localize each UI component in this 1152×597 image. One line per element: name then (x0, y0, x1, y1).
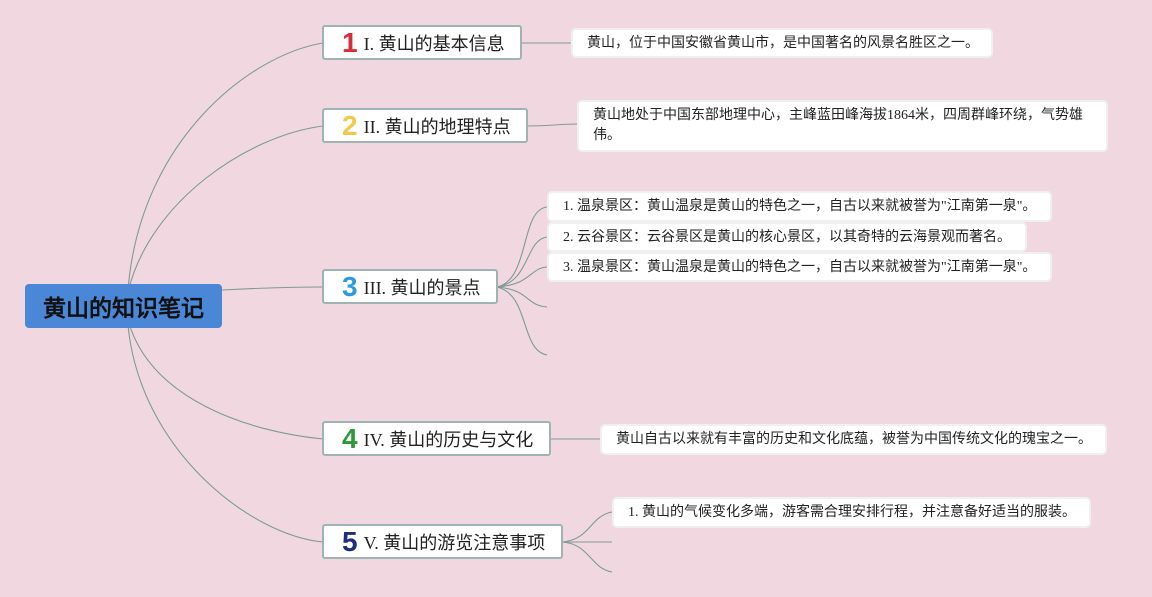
branch-5-detail-1-text: 1. 黄山的气候变化多端，游客需合理安排行程，并注意备好适当的服装。 (628, 505, 1076, 520)
number-4-icon: 4 (342, 422, 358, 454)
branch-5-detail-1[interactable]: 1. 黄山的气候变化多端，游客需合理安排行程，并注意备好适当的服装。 (612, 497, 1091, 528)
number-1-icon: 1 (342, 26, 358, 58)
branch-1-detail[interactable]: 黄山，位于中国安徽省黄山市，是中国著名的风景名胜区之一。 (571, 28, 993, 58)
branch-3-detail-2-text: 2. 云谷景区：云谷景区是黄山的核心景区，以其奇特的云海景观而著名。 (563, 230, 1011, 245)
branch-2-detail[interactable]: 黄山地处于中国东部地理中心，主峰蓝田峰海拔1864米，四周群峰环绕，气势雄伟。 (577, 100, 1108, 152)
branch-3[interactable]: 3 III. 黄山的景点 (322, 269, 498, 304)
number-2-icon: 2 (342, 109, 358, 141)
root-topic-label: 黄山的知识笔记 (43, 295, 204, 321)
branch-4-label: IV. 黄山的历史与文化 (363, 429, 534, 450)
branch-4-detail[interactable]: 黄山自古以来就有丰富的历史和文化底蕴，被誉为中国传统文化的瑰宝之一。 (600, 424, 1107, 455)
branch-1[interactable]: 1 I. 黄山的基本信息 (322, 25, 522, 60)
branch-2-label: II. 黄山的地理特点 (363, 116, 511, 137)
branch-3-detail-1[interactable]: 1. 温泉景区：黄山温泉是黄山的特色之一，自古以来就被誉为"江南第一泉"。 (547, 191, 1052, 222)
branch-3-detail-2[interactable]: 2. 云谷景区：云谷景区是黄山的核心景区，以其奇特的云海景观而著名。 (547, 222, 1027, 252)
branch-3-detail-3[interactable]: 3. 温泉景区：黄山温泉是黄山的特色之一，自古以来就被誉为"江南第一泉"。 (547, 252, 1052, 282)
number-5-icon: 5 (342, 525, 358, 557)
branch-3-detail-1-text: 1. 温泉景区：黄山温泉是黄山的特色之一，自古以来就被誉为"江南第一泉"。 (563, 199, 1037, 214)
branch-3-label: III. 黄山的景点 (363, 277, 481, 298)
branch-2[interactable]: 2 II. 黄山的地理特点 (322, 108, 528, 143)
branch-1-detail-text: 黄山，位于中国安徽省黄山市，是中国著名的风景名胜区之一。 (587, 36, 979, 51)
number-3-icon: 3 (342, 270, 358, 302)
branch-1-label: I. 黄山的基本信息 (363, 33, 505, 54)
branch-5[interactable]: 5 V. 黄山的游览注意事项 (322, 524, 563, 559)
branch-4[interactable]: 4 IV. 黄山的历史与文化 (322, 421, 551, 456)
branch-3-detail-3-text: 3. 温泉景区：黄山温泉是黄山的特色之一，自古以来就被誉为"江南第一泉"。 (563, 260, 1037, 275)
branch-4-detail-text: 黄山自古以来就有丰富的历史和文化底蕴，被誉为中国传统文化的瑰宝之一。 (616, 432, 1092, 447)
branch-5-label: V. 黄山的游览注意事项 (363, 532, 546, 553)
root-topic[interactable]: 黄山的知识笔记 (25, 284, 222, 328)
branch-2-detail-text: 黄山地处于中国东部地理中心，主峰蓝田峰海拔1864米，四周群峰环绕，气势雄伟。 (593, 108, 1083, 143)
